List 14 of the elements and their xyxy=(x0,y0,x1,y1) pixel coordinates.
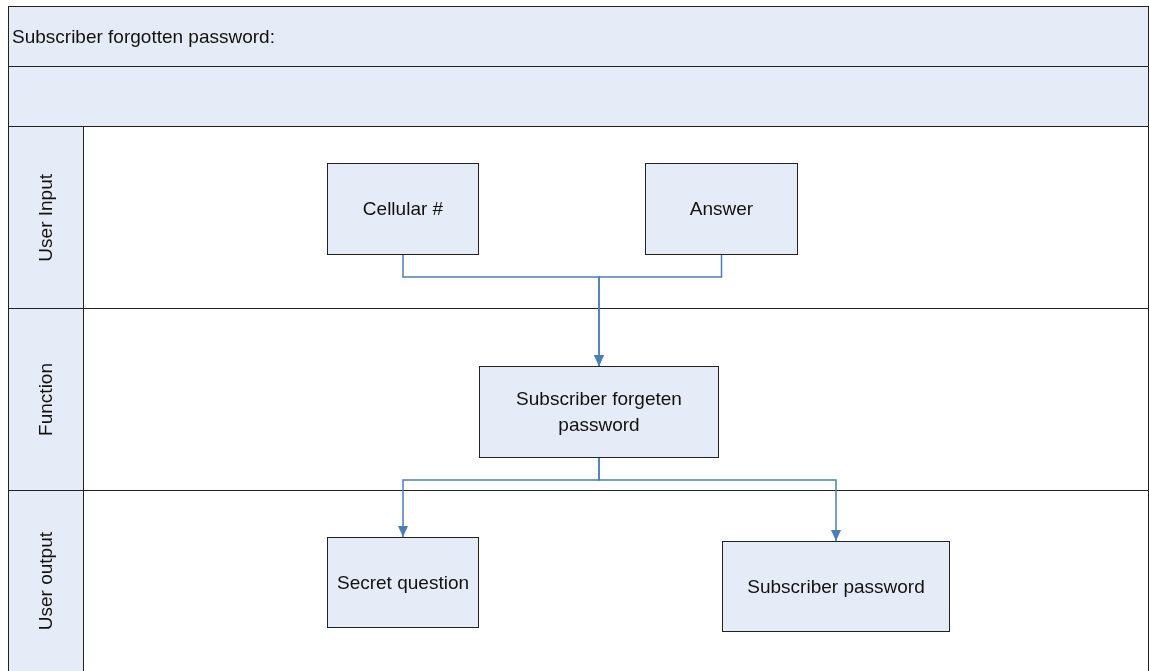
swimlane xyxy=(8,309,1149,491)
process-box: Subscriber password xyxy=(722,541,950,632)
process-box: Subscriber forgeten password xyxy=(479,366,719,458)
lane-label: Function xyxy=(9,309,84,490)
connector-arrow xyxy=(598,457,841,542)
process-box: Cellular # xyxy=(327,163,479,255)
diagram-title: Subscriber forgotten password: xyxy=(8,6,1149,67)
lane-label: User Input xyxy=(9,127,84,308)
connector-arrow xyxy=(594,254,723,367)
process-box: Secret question xyxy=(327,537,479,628)
swimlane xyxy=(8,491,1149,671)
swimlane xyxy=(8,127,1149,309)
lane-label: User output xyxy=(9,491,84,671)
process-box: Answer xyxy=(645,163,798,255)
